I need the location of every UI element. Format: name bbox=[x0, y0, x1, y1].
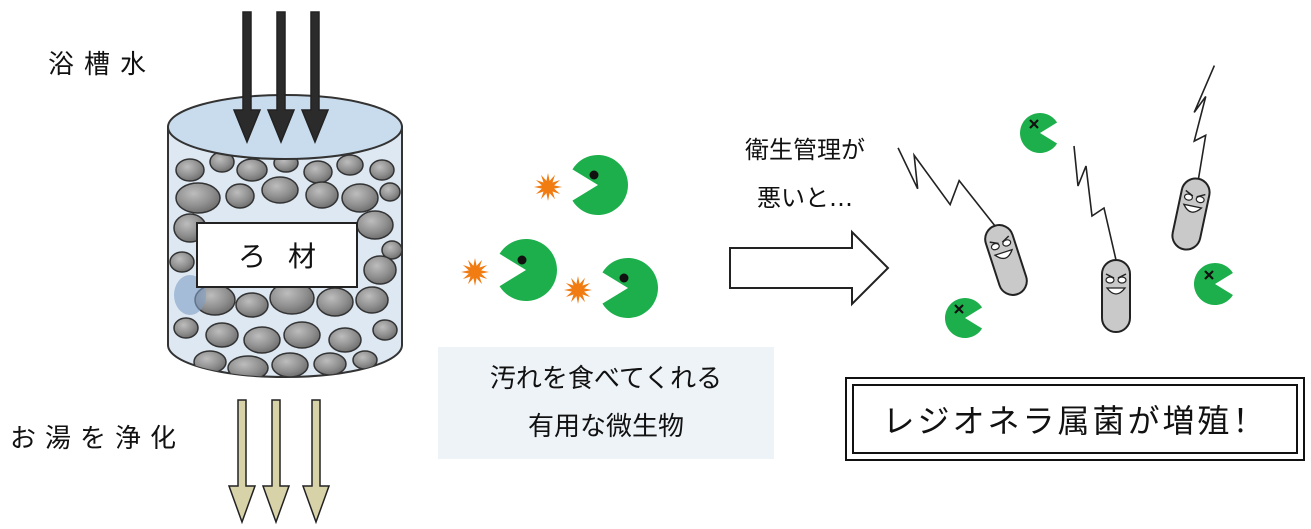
purify-label: お湯を浄化 bbox=[10, 424, 186, 454]
dead-microbe-icon bbox=[944, 298, 983, 338]
stone-icon bbox=[372, 319, 398, 341]
stone-icon bbox=[336, 154, 364, 176]
down-arrow-icon bbox=[300, 11, 330, 144]
legionella-group bbox=[897, 65, 1216, 333]
stone-icon bbox=[261, 176, 299, 204]
bath-water-label: 浴槽水 bbox=[48, 50, 157, 80]
dirt-splat-icon bbox=[461, 258, 489, 286]
down-arrow-icon bbox=[261, 399, 291, 525]
stone-icon bbox=[175, 182, 221, 214]
microbe-pacman-icon bbox=[602, 258, 658, 318]
stone-icon bbox=[381, 240, 402, 260]
inflow-arrows bbox=[232, 11, 330, 144]
stone-icon bbox=[379, 182, 401, 202]
result-text: レジオネラ属菌が増殖！ bbox=[852, 384, 1298, 454]
dirt-splat-icon bbox=[564, 276, 592, 304]
stone-icon bbox=[235, 292, 269, 318]
microbe-caption-line2: 有用な微生物 bbox=[527, 412, 684, 442]
dead-microbe-icon bbox=[1020, 113, 1058, 153]
hygiene-caption-line1: 衛生管理が bbox=[745, 136, 865, 164]
dead-microbe-icon bbox=[1194, 263, 1233, 306]
stone-icon bbox=[313, 352, 347, 376]
dirt-splat-icon bbox=[534, 173, 562, 201]
stone-icon bbox=[169, 251, 195, 273]
stone-icon bbox=[303, 160, 333, 184]
right-arrow-icon bbox=[729, 229, 890, 307]
stone-icon bbox=[243, 326, 281, 354]
outflow-arrows bbox=[227, 399, 331, 525]
stone-icon bbox=[271, 352, 309, 377]
filter-media-label: ろ材 bbox=[196, 222, 358, 288]
hygiene-caption: 衛生管理が 悪いと… bbox=[700, 126, 910, 222]
filter-tank-icon bbox=[167, 94, 403, 378]
stone-icon bbox=[363, 255, 397, 285]
down-arrow-icon bbox=[227, 399, 257, 525]
hygiene-caption-line2: 悪いと… bbox=[757, 184, 853, 212]
down-arrow-icon bbox=[266, 11, 296, 144]
stone-icon bbox=[225, 183, 255, 209]
microbe-caption: 汚れを食べてくれる 有用な微生物 bbox=[438, 347, 774, 459]
stone-icon bbox=[205, 322, 239, 348]
legionella-icon bbox=[897, 147, 1028, 296]
stone-icon bbox=[369, 159, 395, 181]
stone-icon bbox=[283, 321, 321, 349]
stone-icon bbox=[356, 210, 394, 240]
legionella-icon bbox=[1073, 145, 1131, 333]
microbe-pacman-icon bbox=[499, 238, 557, 301]
stone-icon bbox=[227, 355, 269, 377]
legionella-icon bbox=[1171, 65, 1216, 251]
stone-icon bbox=[175, 158, 205, 182]
stone-icon bbox=[328, 327, 362, 353]
stone-icon bbox=[173, 317, 199, 339]
down-arrow-icon bbox=[301, 399, 331, 525]
result-callout: レジオネラ属菌が増殖！ bbox=[845, 377, 1305, 461]
down-arrow-icon bbox=[232, 11, 262, 144]
helpful-microbes bbox=[461, 155, 658, 318]
microbe-pacman-icon bbox=[572, 155, 628, 215]
dead-microbes bbox=[944, 113, 1233, 338]
stone-icon bbox=[316, 287, 354, 317]
stone-icon bbox=[341, 183, 379, 213]
microbe-caption-line1: 汚れを食べてくれる bbox=[489, 364, 723, 394]
stone-icon bbox=[305, 181, 339, 209]
stone-icon bbox=[355, 286, 389, 314]
stone-icon bbox=[236, 158, 268, 182]
